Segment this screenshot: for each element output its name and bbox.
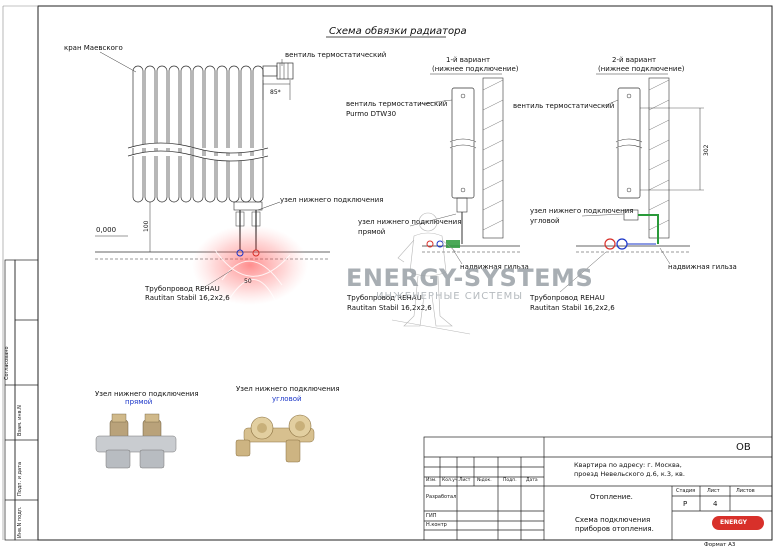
col-doc: №док.: [477, 478, 492, 483]
straight-valve-photo: [95, 413, 177, 469]
v2-node-line1: узел нижнего подключения: [530, 207, 633, 215]
v1-pipe-line1: Трубопровод REHAU: [346, 294, 422, 302]
stamp-address2: проезд Невельского д.6, к.3, кв.: [574, 470, 685, 478]
v2-title1: 2-й вариант: [612, 56, 656, 64]
label-bottom-node: узел нижнего подключения: [280, 196, 383, 204]
v-stage: Р: [683, 500, 688, 508]
watermark-tagline: ИНЖЕНЕРНЫЕ СИСТЕМЫ: [376, 291, 524, 302]
watermark-brand: ENERGY-SYSTEMS: [346, 264, 594, 292]
main-pipe-line1: Трубопровод REHAU: [144, 285, 220, 293]
photo-angled-caption2: угловой: [272, 395, 302, 403]
stamp-sheet-title1: Схема подключения: [575, 516, 651, 524]
h-sheet: Лист: [707, 488, 720, 494]
dim-100: 100: [143, 220, 150, 232]
v1-node-line1: узел нижнего подключения: [358, 218, 461, 226]
col-izm: Изм.: [426, 478, 437, 483]
v2-pipe-line1: Трубопровод REHAU: [529, 294, 605, 302]
dim-50: 50: [244, 278, 252, 285]
v1-title2: (нижнее подключение): [432, 65, 519, 73]
v1-thermo-line2: Purmo DTW30: [346, 110, 396, 118]
v1-thermo-line1: вентиль термостатический: [346, 100, 447, 108]
stamp-section: Отопление.: [590, 493, 633, 501]
v2-thermo: вентиль термостатический: [513, 102, 614, 110]
stamp-format: Формат А3: [704, 542, 736, 548]
h-stage: Стадия: [676, 488, 696, 494]
v-sheet: 4: [713, 500, 718, 508]
row-developed: Разработал: [426, 494, 457, 500]
stamp-logo: ENERGY: [712, 516, 764, 530]
label-thermo-valve: вентиль термостатический: [285, 51, 386, 59]
v1-pipe-line2: Rautitan Stabil 16,2х2,6: [347, 304, 432, 312]
col-date: Дата: [526, 478, 538, 483]
col-kol: Кол.уч.: [442, 478, 460, 483]
v1-node-line2: прямой: [358, 228, 385, 236]
h-sheets: Листов: [736, 488, 755, 494]
v1-sleeve: надвижная гильза: [460, 263, 529, 271]
col-sign: Подп.: [503, 478, 517, 483]
photo-straight-caption1: Узел нижнего подключения: [95, 390, 199, 398]
pipe-highlight: [192, 225, 308, 305]
main-pipe-line2: Rautitan Stabil 16,2х2,6: [145, 294, 230, 302]
col-list: Лист: [459, 478, 471, 483]
stamp-sheet-title2: приборов отопления.: [575, 525, 654, 533]
stamp-code: ОВ: [736, 442, 751, 453]
stamp-address1: Квартира по адресу: г. Москва,: [574, 461, 682, 469]
v2-node-line2: угловой: [530, 217, 560, 225]
angled-valve-photo: [235, 414, 315, 463]
dim-85: 85*: [270, 89, 281, 96]
row-gip: ГИП: [426, 513, 437, 519]
v1-title1: 1-й вариант: [446, 56, 490, 64]
level-label: 0,000: [96, 226, 116, 234]
row-nkontr: Н.контр: [426, 522, 447, 528]
dim-302: 302: [703, 144, 710, 156]
v2-pipe-line2: Rautitan Stabil 16,2х2,6: [530, 304, 615, 312]
v2-title2: (нижнее подключение): [598, 65, 685, 73]
v2-sleeve: надвижная гильза: [668, 263, 737, 271]
photo-straight-caption2: прямой: [125, 398, 152, 406]
label-mayevsky: кран Маевского: [64, 44, 123, 52]
stamp-logo-text: ENERGY: [720, 519, 747, 526]
page-title: Схема обвязки радиатора: [329, 25, 467, 37]
mascot-sketch: [391, 212, 471, 335]
photo-angled-caption1: Узел нижнего подключения: [236, 385, 340, 393]
